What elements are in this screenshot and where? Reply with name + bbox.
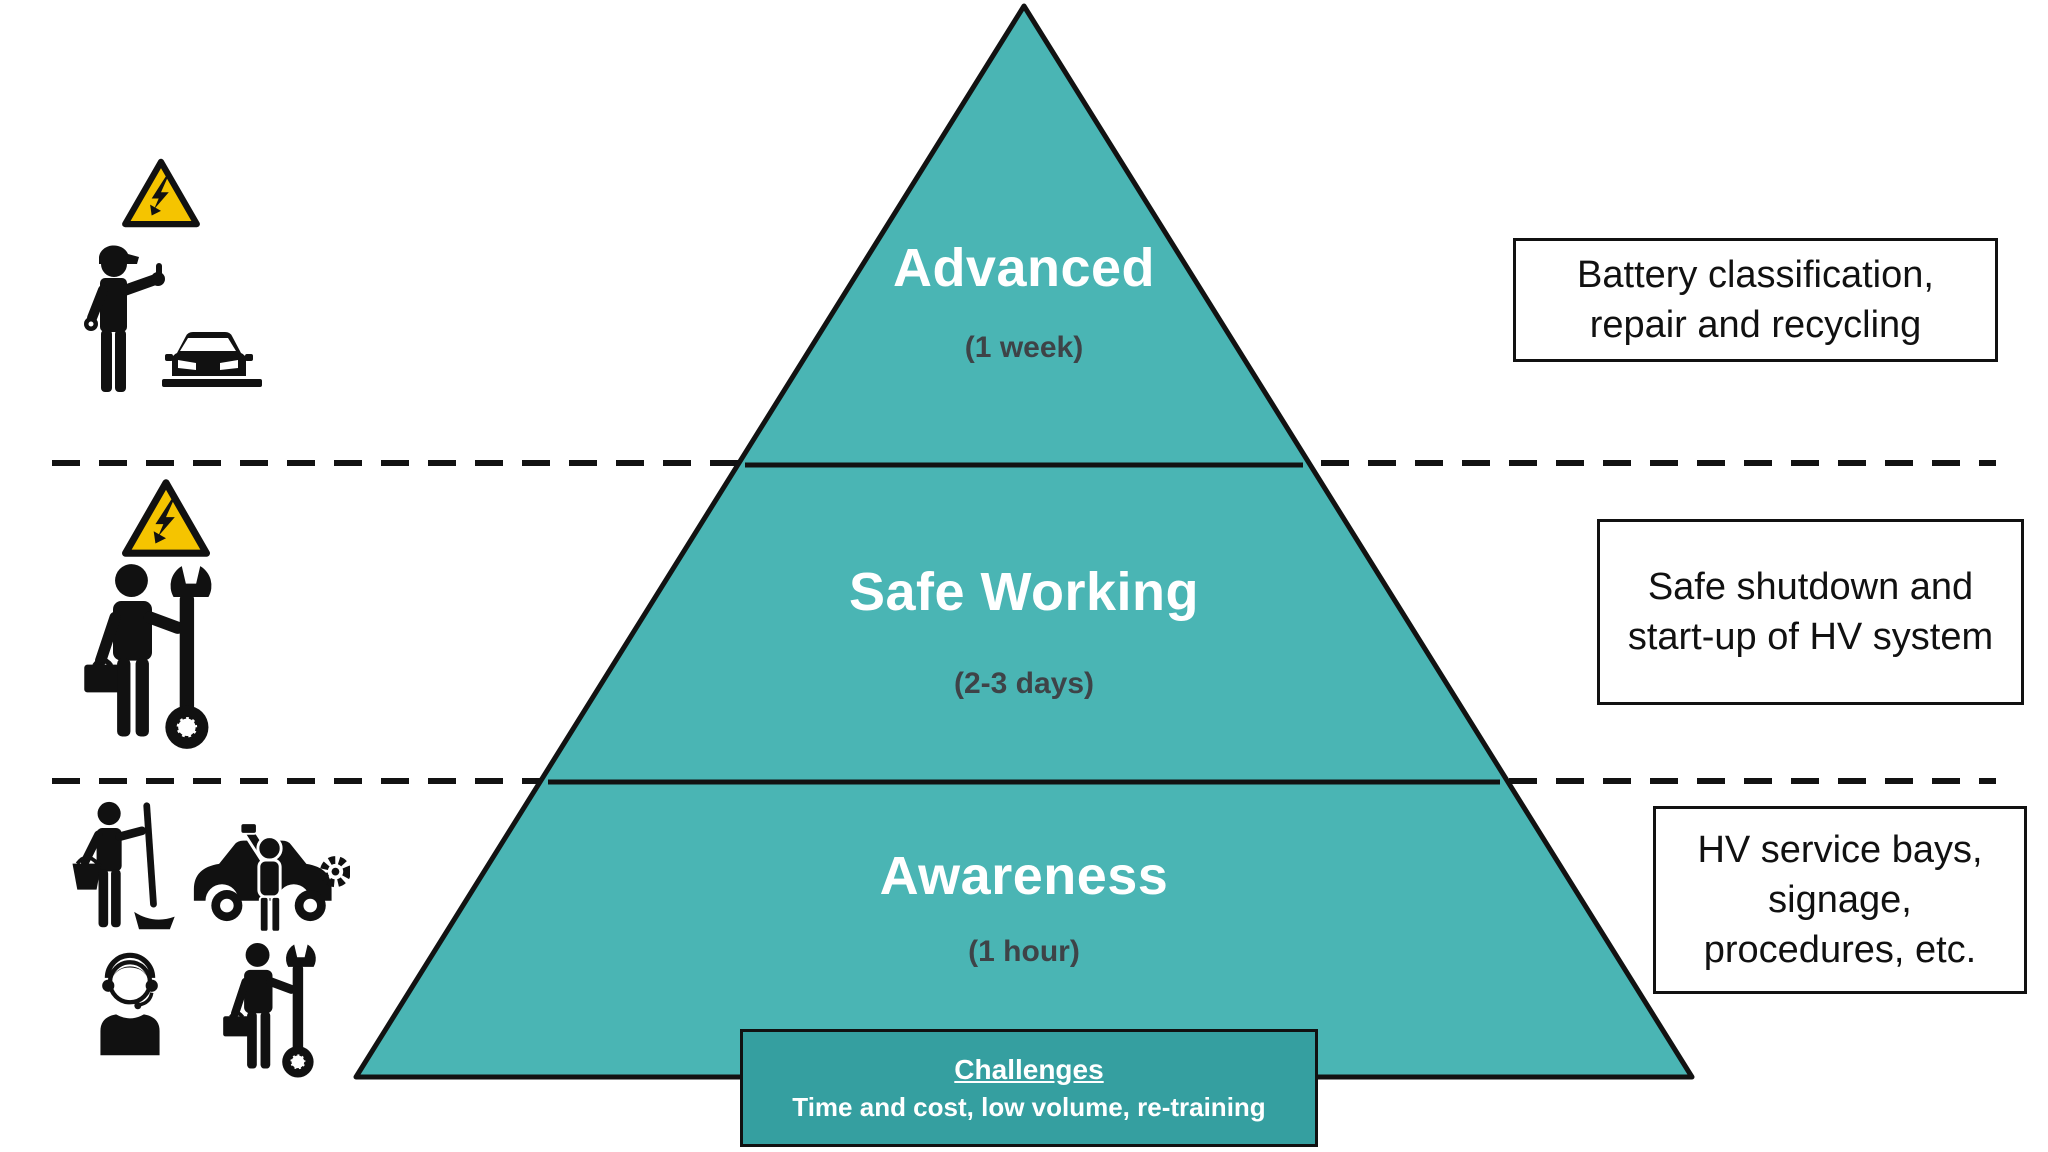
note-line: Safe shutdown and <box>1647 565 1974 608</box>
challenges-box: Challenges Time and cost, low volume, re… <box>740 1029 1318 1147</box>
note-box-advanced: Battery classification, repair and recyc… <box>1513 238 1998 362</box>
note-box-safe-working: Safe shutdown and start-up of HV system <box>1597 519 2024 705</box>
note-line: signage, <box>1768 878 1912 921</box>
pyramid-outline <box>353 3 1695 1080</box>
level-duration-awareness: (1 hour) <box>968 935 1080 968</box>
electrical-hazard-icon <box>122 478 210 558</box>
receptionist-headset-icon <box>90 945 170 1063</box>
note-line: HV service bays, <box>1697 828 1983 871</box>
note-line: repair and recycling <box>1589 304 1922 346</box>
electrical-hazard-icon <box>122 158 200 228</box>
cleaner-icon <box>70 800 182 935</box>
car-repair-icon <box>190 815 350 937</box>
level-title-safe-working: Safe Working <box>848 562 1200 622</box>
note-line: procedures, etc. <box>1703 929 1977 972</box>
note-line: Battery classification, <box>1577 253 1934 296</box>
note-box-awareness: HV service bays, signage, procedures, et… <box>1653 806 2027 994</box>
level-title-awareness: Awareness <box>879 846 1169 906</box>
note-line: start-up of HV system <box>1627 616 1994 658</box>
level-duration-advanced: (1 week) <box>964 331 1084 364</box>
technician-wrench-icon <box>78 560 226 755</box>
challenges-heading: Challenges <box>954 1053 1104 1085</box>
technician-wrench-icon <box>220 940 325 1082</box>
level-title-advanced: Advanced <box>892 238 1156 298</box>
mechanic-with-car-icon <box>80 238 265 410</box>
level-duration-safe-working: (2-3 days) <box>953 667 1095 700</box>
challenges-detail: Time and cost, low volume, re-training <box>792 1091 1266 1122</box>
